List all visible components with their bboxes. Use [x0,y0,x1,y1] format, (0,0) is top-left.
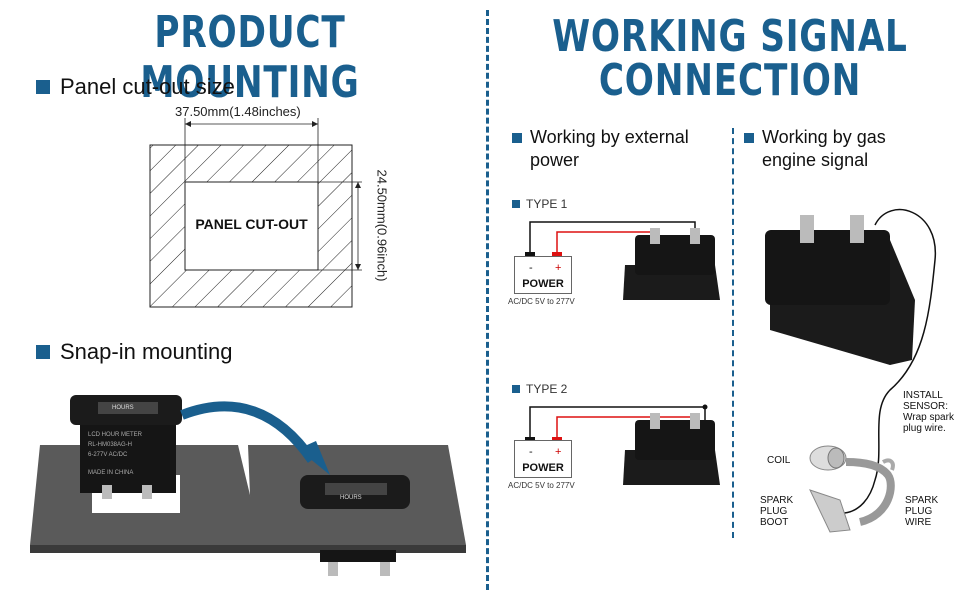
bullet-icon [512,200,520,208]
panel-cutout-heading: Panel cut-out size [36,74,235,100]
coil-label: COIL [767,455,791,466]
meter-label-line1: LCD HOUR METER [88,432,143,438]
gas-engine-heading-text: Working by gas engine signal [762,127,886,170]
meter-hours-right: HOURS [340,495,362,501]
right-title-line1: WORKING SIGNAL [552,11,908,62]
spark-plug-wire-label: SPARK PLUG WIRE [905,495,939,528]
gas-engine-heading: Working by gas engine signal [744,126,944,172]
meter-label-line3: 6-277V AC/DC [88,452,128,458]
type2-minus: - [529,446,533,458]
type1-power-spec: AC/DC 5V to 277V [508,297,575,306]
type2-power-spec: AC/DC 5V to 277V [508,481,575,490]
type2-text: TYPE 2 [526,382,568,396]
meter-label-line2: RL-HM038AG-H [88,442,133,448]
type1-power-label: POWER [522,278,564,290]
type1-minus: - [529,262,533,274]
snap-in-heading: Snap-in mounting [36,339,232,365]
type1-power-box: - + POWER [514,256,572,294]
width-dimension: 37.50mm(1.48inches) [175,104,301,119]
bullet-icon [744,133,754,143]
cutout-diagram [149,118,362,308]
type2-power-label: POWER [522,462,564,474]
type2-power-box: - + POWER [514,440,572,478]
right-divider [732,128,734,538]
type1-plus: + [555,262,562,274]
meter-hours-left: HOURS [112,405,134,411]
snap-in-illustration [30,395,466,576]
install-sensor-callout: INSTALL SENSOR: Wrap spark plug wire. [903,390,954,434]
external-power-heading: Working by external power [512,126,727,172]
left-title: PRODUCT MOUNTING [140,7,360,108]
meter-label-line4: MADE IN CHINA [88,470,134,476]
gas-engine-illustration [765,208,936,533]
bullet-icon [512,133,522,143]
spark-plug-boot-label: SPARK PLUG BOOT [760,495,794,528]
type1-text: TYPE 1 [526,197,568,211]
height-dimension: 24.50mm(0.96inch) [374,169,390,282]
external-power-heading-text: Working by external power [530,127,689,170]
type2-wiring [525,404,720,485]
type1-wiring [525,221,720,300]
bullet-icon [36,80,50,94]
right-title-line2: CONNECTION [598,55,862,106]
center-divider [486,10,489,590]
panel-cutout-heading-text: Panel cut-out size [60,74,235,99]
bullet-icon [36,345,50,359]
bullet-icon [512,385,520,393]
type2-plus: + [555,446,562,458]
cutout-label: PANEL CUT-OUT [195,216,308,232]
type1-label: TYPE 1 [512,197,567,211]
snap-in-heading-text: Snap-in mounting [60,339,233,364]
type2-label: TYPE 2 [512,382,567,396]
